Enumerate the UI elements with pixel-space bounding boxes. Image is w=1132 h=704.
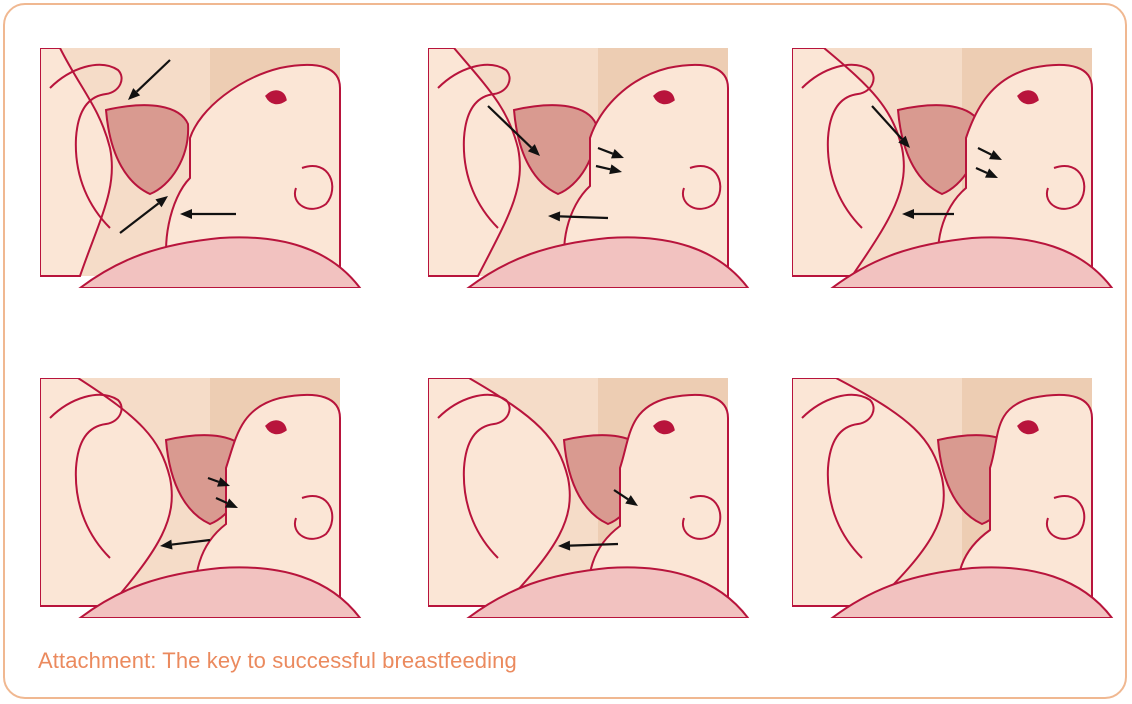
illustration-panel-4 bbox=[40, 378, 380, 618]
illustration-panel-3 bbox=[792, 48, 1132, 288]
illustration-panel-6 bbox=[792, 378, 1132, 618]
illustration-panel-1 bbox=[40, 48, 380, 288]
figure-caption: Attachment: The key to successful breast… bbox=[38, 648, 517, 674]
illustration-panel-5 bbox=[428, 378, 768, 618]
illustration-panel-2 bbox=[428, 48, 768, 288]
